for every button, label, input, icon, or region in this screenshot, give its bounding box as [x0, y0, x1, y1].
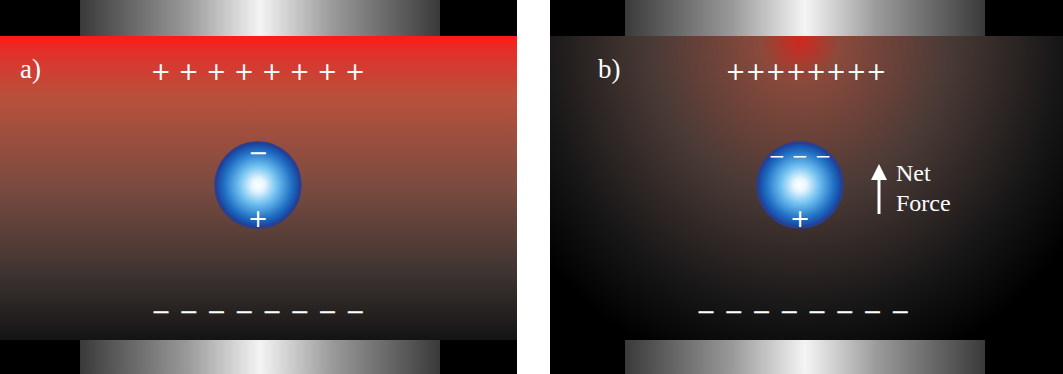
plate-charges: − − − − − − − −: [696, 297, 910, 327]
charge-sign: +: [248, 207, 268, 231]
plate-charges: + + + + + + + +: [151, 57, 365, 87]
charge-sign: −: [248, 141, 268, 165]
dielectric-sphere: − − − +: [756, 141, 844, 229]
charge-sign: +: [790, 207, 810, 231]
panel-letter: b): [598, 56, 621, 83]
plate-charges: − − − − − − − −: [151, 297, 365, 327]
plate-charges: ++++++++: [726, 57, 887, 87]
charge-sign: − − −: [769, 146, 832, 166]
panel-letter: a): [20, 56, 41, 83]
force-label: Net Force: [896, 158, 968, 218]
dielectric-sphere: −+: [214, 141, 302, 229]
